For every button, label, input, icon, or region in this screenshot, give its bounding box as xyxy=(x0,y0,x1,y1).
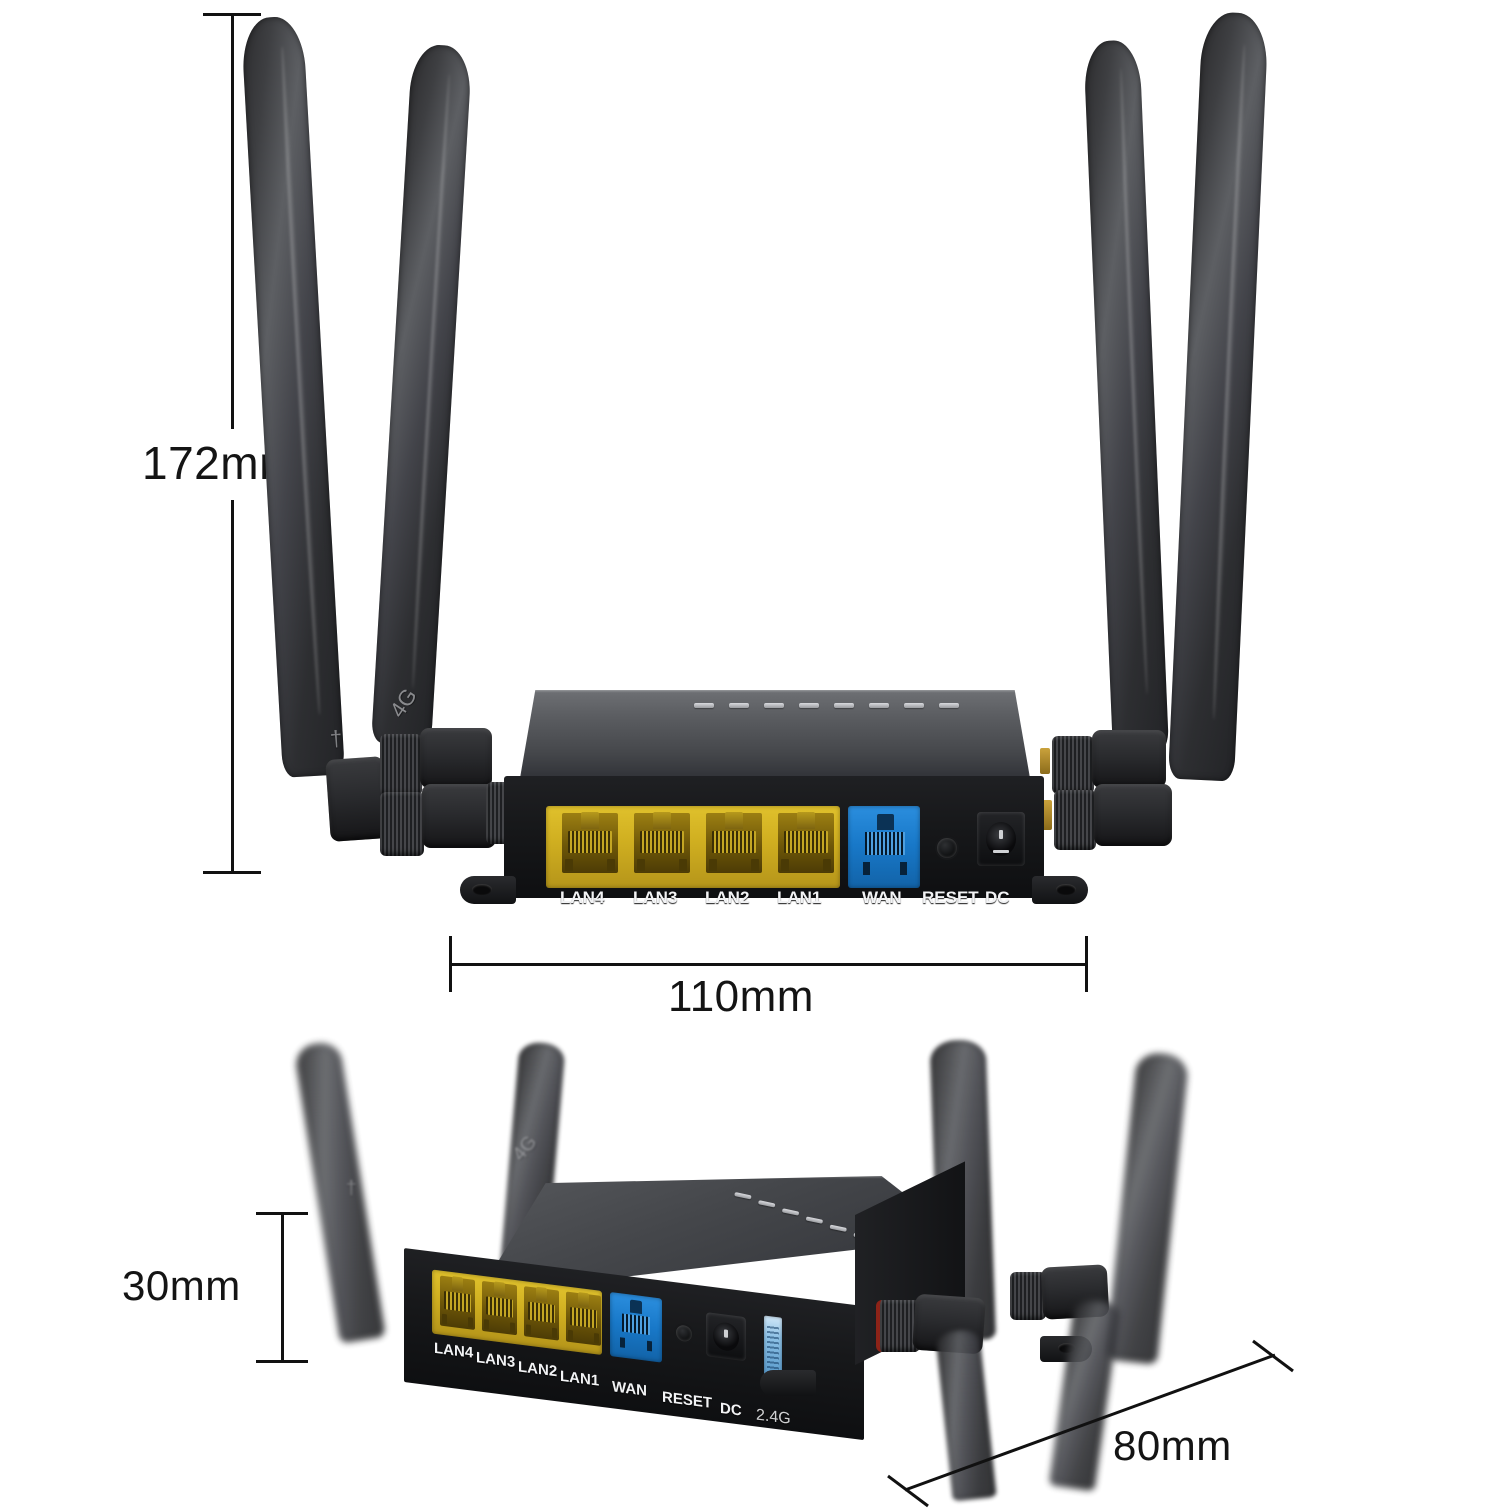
dimension-cap-bottom xyxy=(203,871,261,874)
port-lan4[interactable] xyxy=(440,1275,475,1330)
reset-button[interactable] xyxy=(676,1324,692,1343)
dc-power-jack[interactable] xyxy=(977,812,1025,866)
antenna-sheen xyxy=(1117,68,1150,695)
antenna-hinge-right-upper xyxy=(1092,730,1166,788)
antenna-sheen xyxy=(410,73,453,689)
port-lan4[interactable] xyxy=(562,812,618,873)
port-lan3[interactable] xyxy=(634,812,690,873)
antenna-sheen xyxy=(279,46,323,715)
dimension-cap-right xyxy=(1085,936,1088,992)
antenna-sheen xyxy=(1210,43,1247,720)
dimension-line-width xyxy=(450,963,1088,966)
dimension-line-height-body xyxy=(281,1213,284,1363)
port-label-wan: WAN xyxy=(612,1378,647,1400)
port-lan3[interactable] xyxy=(482,1280,517,1336)
antenna-g-right-outer xyxy=(1168,11,1269,782)
dimension-depth-svg xyxy=(887,1339,1294,1508)
port-wan[interactable] xyxy=(618,1299,654,1354)
dimension-label-height-body: 30mm xyxy=(122,1262,241,1309)
dimension-line-upper xyxy=(231,14,234,429)
port-lan1[interactable] xyxy=(566,1291,601,1346)
dimension-cap-upper-right xyxy=(1252,1339,1294,1373)
antenna-hinge-left-inner xyxy=(420,728,492,788)
port-label-lan2: LAN2 xyxy=(705,888,750,907)
dimension-cap-top xyxy=(203,13,261,16)
dc-power-jack[interactable] xyxy=(706,1312,746,1362)
antenna-connector-knurl-right-lower xyxy=(1054,790,1096,850)
port-label-lan1: LAN1 xyxy=(560,1367,600,1390)
port-label-lan4: LAN4 xyxy=(560,888,605,907)
port-lan2[interactable] xyxy=(706,812,762,873)
antenna-wifi-left-outer xyxy=(240,15,345,778)
antenna-connector-knurl-rear xyxy=(1010,1272,1046,1320)
antenna-connector-knurl-left-lower xyxy=(380,792,424,856)
wifi-icon: † xyxy=(329,725,344,752)
port-label-lan3: LAN3 xyxy=(476,1349,516,1372)
dimension-cap-left xyxy=(449,936,452,992)
port-wan[interactable] xyxy=(860,814,910,877)
port-lan2[interactable] xyxy=(524,1286,559,1341)
port-lan1[interactable] xyxy=(778,812,834,873)
port-label-dc: DC xyxy=(720,1399,742,1420)
dimension-label-width-body: 110mm xyxy=(668,972,814,1021)
port-label-reset: RESET xyxy=(662,1388,713,1412)
antenna-perspective-left-far xyxy=(293,1040,386,1344)
antenna-gold-connector-pin xyxy=(1040,748,1050,774)
reset-button[interactable] xyxy=(937,838,957,858)
dimension-line-lower xyxy=(231,500,234,873)
port-label-lan2: LAN2 xyxy=(518,1358,558,1381)
port-label-lan3: LAN3 xyxy=(633,888,678,907)
antenna-connector-knurl-right-upper xyxy=(1052,736,1094,794)
dimension-cap-top xyxy=(256,1212,308,1215)
dimension-line-depth xyxy=(904,1353,1276,1492)
antenna-hinge-left-lower xyxy=(422,784,496,848)
port-label-lan1: LAN1 xyxy=(777,888,822,907)
antenna-connector-knurl-left-upper xyxy=(380,734,422,796)
antenna-4g-left-inner xyxy=(371,43,473,746)
port-label-lan4: LAN4 xyxy=(434,1339,474,1362)
port-label-dc: DC xyxy=(985,888,1010,907)
port-label-reset: RESET xyxy=(922,888,979,907)
mounting-ear-front xyxy=(760,1370,816,1396)
dimension-cap-bottom xyxy=(256,1360,308,1363)
dimension-cap-lower-left xyxy=(887,1474,929,1508)
dimension-label-depth-body: 80mm xyxy=(1113,1422,1232,1469)
perspective-port-group: LAN4 LAN3 LAN2 LAN1 WAN RESET DC 2.4G xyxy=(404,1248,864,1440)
antenna-right-inner xyxy=(1083,39,1169,754)
mounting-hole-right xyxy=(1056,884,1076,895)
band-label-24g: 2.4G xyxy=(756,1406,791,1428)
mounting-hole-left xyxy=(472,884,492,895)
wifi-icon: † xyxy=(346,1178,357,1199)
port-label-wan: WAN xyxy=(862,888,902,907)
antenna-hinge-right-lower xyxy=(1094,784,1172,846)
